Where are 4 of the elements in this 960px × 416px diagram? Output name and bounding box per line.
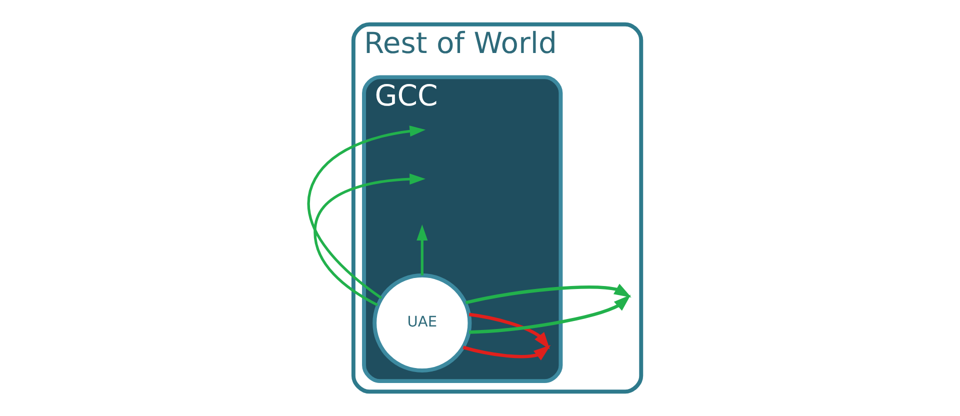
node-circle: UAE bbox=[372, 273, 472, 372]
arrow bbox=[314, 174, 426, 306]
arrow bbox=[416, 224, 428, 276]
arrow bbox=[307, 126, 426, 300]
